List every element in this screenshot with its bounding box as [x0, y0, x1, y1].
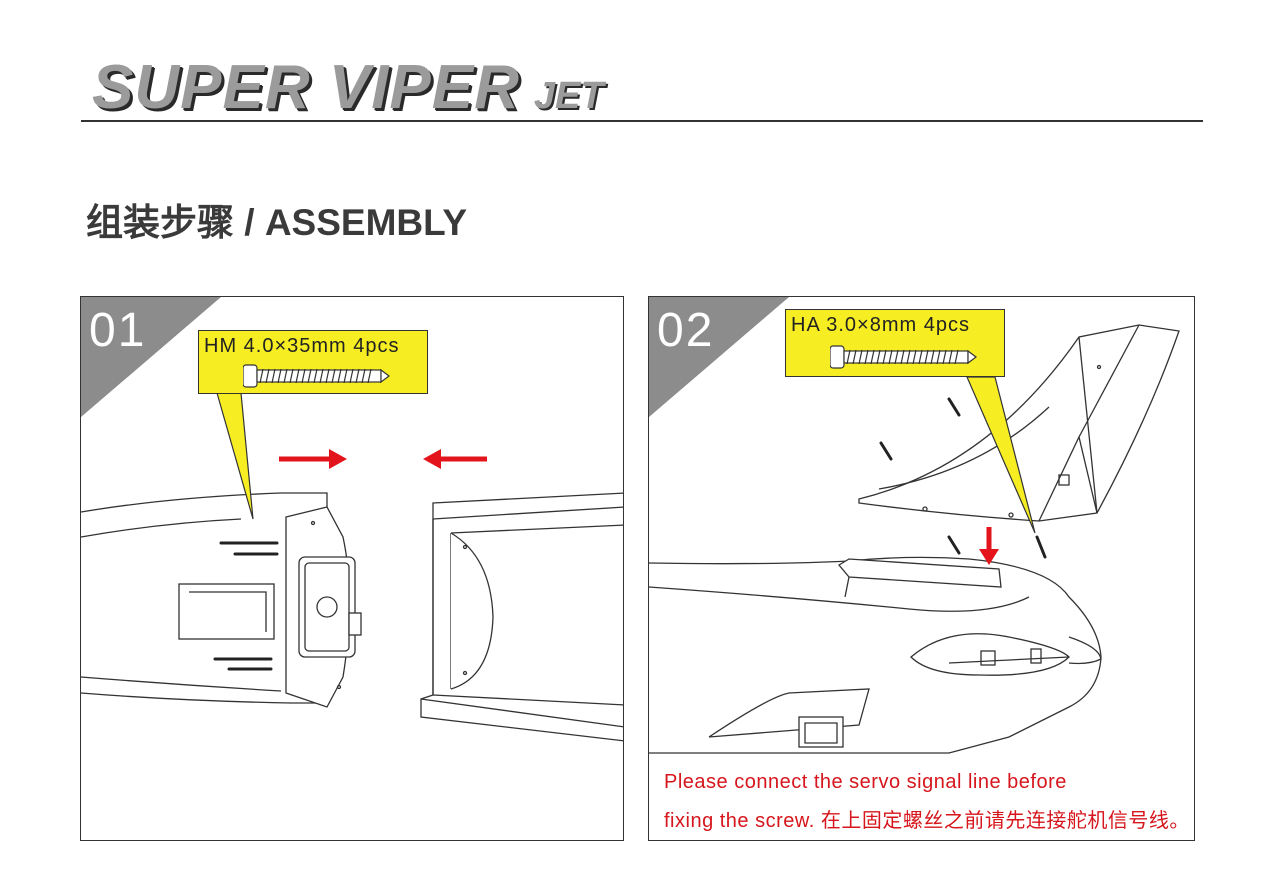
brand-logo: SUPER VIPER JET — [92, 52, 604, 123]
step-number: 01 — [89, 304, 147, 357]
screw-set-lower — [213, 657, 273, 671]
step-number: 02 — [657, 304, 715, 357]
screw-spec-label: HA 3.0×8mm 4pcs — [791, 314, 970, 336]
section-title: 组装步骤 / ASSEMBLY — [86, 202, 468, 243]
screw-icon — [243, 364, 390, 388]
screw-callout: HA 3.0×8mm 4pcs — [785, 309, 1005, 377]
instruction-note-line2: fixing the screw. 在上固定螺丝之前请先连接舵机信号线。 — [664, 810, 1190, 832]
step-badge-shape — [81, 297, 221, 417]
instruction-note-line1: Please connect the servo signal line bef… — [664, 771, 1067, 793]
brand-subtitle: JET — [533, 75, 604, 117]
brand-title: SUPER VIPER — [92, 53, 520, 122]
down-arrow — [979, 527, 999, 565]
fuselage-join-illustration — [81, 297, 623, 742]
screw-spec-label: HM 4.0×35mm 4pcs — [204, 335, 400, 357]
join-arrows — [279, 449, 487, 469]
screw-icon — [830, 345, 977, 369]
callout-pointer — [966, 376, 1036, 534]
step-badge-shape — [649, 297, 789, 417]
step-panel-2: 02 HA 3.0×8mm 4pcs Please connect the se… — [648, 296, 1195, 841]
header-divider — [81, 120, 1203, 122]
step-panel-1: 01 HM 4.0×35mm 4pcs — [80, 296, 624, 841]
screw-set-upper — [219, 541, 279, 556]
tail-fin-illustration — [649, 297, 1180, 754]
fin-screws — [879, 397, 1047, 559]
screw-callout: HM 4.0×35mm 4pcs — [198, 330, 428, 394]
